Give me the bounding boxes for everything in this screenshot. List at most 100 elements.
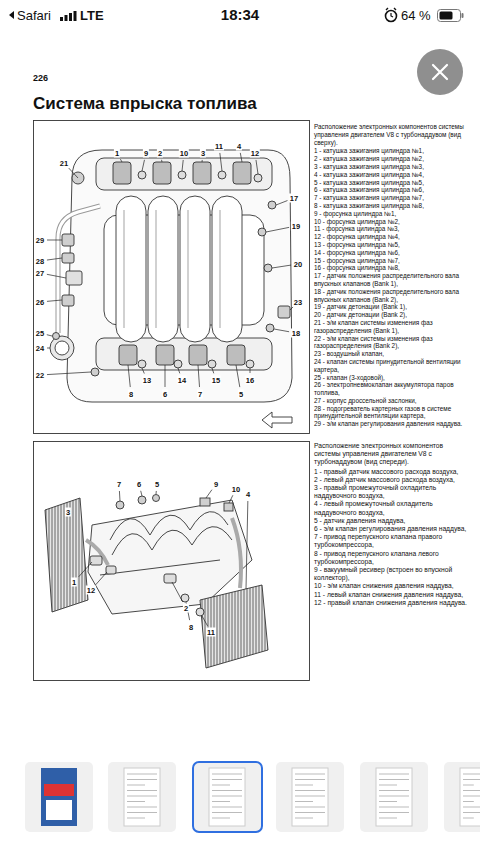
legend-text: 4 - левый промежуточный охладитель надду… bbox=[314, 500, 471, 516]
callout-number: 9 bbox=[143, 149, 149, 158]
page-title: Система впрыска топлива bbox=[33, 94, 257, 114]
callout-number: 19 bbox=[291, 222, 301, 231]
callout-number: 11 bbox=[206, 628, 216, 637]
legend-text: 8 - катушка зажигания цилиндра №8, bbox=[314, 202, 471, 210]
legend-text: 9 - вакуумный ресивер (встроен во впускн… bbox=[314, 566, 471, 582]
engine-top-view bbox=[34, 121, 310, 434]
legend-text: 19 - датчик детонации (Bank 1), bbox=[314, 303, 471, 311]
callout-number: 28 bbox=[35, 257, 45, 266]
leader-line bbox=[69, 168, 78, 178]
callout-number: 3 bbox=[200, 149, 206, 158]
legend-text: 14 - форсунка цилиндра №6, bbox=[314, 249, 471, 257]
leader-line bbox=[229, 495, 233, 503]
legend-text: 23 - воздушный клапан, bbox=[314, 350, 471, 358]
legend-text: 7 - привод перепускного клапана правого … bbox=[314, 533, 471, 549]
legend-text: 6 - э/м клапан регулирования давления на… bbox=[314, 525, 471, 533]
legend-text: 25 - клапан (3-ходовой), bbox=[314, 374, 471, 382]
callout-number: 29 bbox=[35, 236, 45, 245]
callout-number: 4 bbox=[236, 142, 242, 151]
callout-number: 10 bbox=[231, 485, 241, 494]
callout-number: 9 bbox=[213, 480, 219, 489]
callout-number: 8 bbox=[128, 390, 134, 399]
leader-line bbox=[276, 201, 287, 205]
legend-text: 18 - датчик положения распределительного… bbox=[314, 288, 471, 304]
leader-line bbox=[47, 335, 52, 336]
legend-text: 16 - форсунка цилиндра №8, bbox=[314, 264, 471, 272]
callout-number: 5 bbox=[238, 390, 244, 399]
legend-text: 5 - катушка зажигания цилиндра №5, bbox=[314, 179, 471, 187]
callout-number: 22 bbox=[35, 371, 45, 380]
leader-line bbox=[240, 153, 242, 162]
legend-text: 8 - привод перепускного клапана левого т… bbox=[314, 550, 471, 566]
legend-text: 3 - правый промежуточный охладитель надд… bbox=[314, 484, 471, 500]
legend-text: 13 - форсунка цилиндра №5, bbox=[314, 241, 471, 249]
callout-number: 16 bbox=[245, 376, 255, 385]
leader-line bbox=[47, 348, 50, 349]
callout-number: 7 bbox=[197, 390, 203, 399]
callout-number: 24 bbox=[35, 344, 45, 353]
leader-line bbox=[141, 491, 142, 496]
leader-line bbox=[96, 572, 107, 585]
legend-text: 4 - катушка зажигания цилиндра №4, bbox=[314, 171, 471, 179]
thumbnail-strip bbox=[25, 762, 480, 832]
status-text: Safari bbox=[17, 8, 51, 23]
callout-number: 6 bbox=[136, 480, 142, 489]
callout-number: 20 bbox=[293, 260, 303, 269]
leader-line bbox=[212, 368, 214, 373]
legend-text: 2 - катушка зажигания цилиндра №2, bbox=[314, 155, 471, 163]
callout-number: 2 bbox=[183, 604, 189, 613]
leader-line bbox=[47, 240, 62, 241]
callout-number: 2 bbox=[157, 149, 163, 158]
leader-line bbox=[198, 365, 200, 387]
leader-line bbox=[79, 562, 92, 577]
status-text: 18:34 bbox=[221, 6, 259, 23]
legend-text: 7 - катушка зажигания цилиндра №7, bbox=[314, 194, 471, 202]
legend-text: 10 - форсунка цилиндра №2, bbox=[314, 218, 471, 226]
legend-text: 15 - форсунка цилиндра №7, bbox=[314, 257, 471, 265]
callout-number: 14 bbox=[177, 376, 187, 385]
callout-number: 3 bbox=[65, 508, 71, 517]
legend-text: 22 - э/м клапан системы изменения фаз га… bbox=[314, 335, 471, 351]
leader-line bbox=[266, 227, 289, 232]
leader-line bbox=[142, 368, 144, 374]
leader-line bbox=[47, 372, 91, 375]
callout-number: 6 bbox=[162, 390, 168, 399]
page-number: 226 bbox=[33, 73, 48, 83]
legend-text: 28 - подогреватель картерных газов в сис… bbox=[314, 405, 471, 421]
status-text: 64 % bbox=[401, 8, 431, 23]
callout-number: 5 bbox=[154, 480, 160, 489]
legend-column: Расположение электронных компонентов сис… bbox=[314, 442, 471, 607]
leader-line bbox=[274, 329, 289, 332]
legend-text: 11 - левый клапан снижения давления надд… bbox=[314, 591, 471, 599]
status-text: LTE bbox=[80, 8, 104, 23]
leader-line bbox=[172, 582, 183, 602]
legend-text: 21 - э/м клапан системы изменения фаз га… bbox=[314, 319, 471, 335]
leader-line bbox=[202, 616, 208, 626]
legend-text: 27 - корпус дроссельной заслонки, bbox=[314, 397, 471, 405]
leader-line bbox=[156, 491, 157, 494]
callout-number: 23 bbox=[293, 298, 303, 307]
legend-text: 2 - левый датчик массового расхода возду… bbox=[314, 476, 471, 484]
callout-number: 21 bbox=[59, 159, 69, 168]
leader-line bbox=[206, 490, 212, 498]
legend-text: 3 - катушка зажигания цилиндра №3, bbox=[314, 163, 471, 171]
callout-number: 7 bbox=[116, 480, 122, 489]
leader-line bbox=[128, 365, 130, 387]
leader-line bbox=[119, 491, 121, 501]
legend-text: 20 - датчик детонации (Bank 2), bbox=[314, 311, 471, 319]
legend-text: 24 - клапан системы принудительной венти… bbox=[314, 358, 471, 374]
callout-number: 26 bbox=[35, 298, 45, 307]
legend-text: 29 - э/м клапан регулирования давления н… bbox=[314, 420, 471, 428]
leader-line bbox=[246, 501, 248, 589]
legend-text: 17 - датчик положения распределительного… bbox=[314, 272, 471, 288]
leader-line bbox=[120, 159, 122, 162]
leader-line bbox=[202, 160, 203, 162]
leader-line bbox=[182, 160, 183, 171]
callout-number: 17 bbox=[289, 194, 299, 203]
leader-line bbox=[250, 368, 251, 373]
engine-front-view bbox=[34, 442, 310, 681]
callout-number: 4 bbox=[245, 490, 251, 499]
leader-line bbox=[142, 160, 144, 171]
callout-number: 12 bbox=[250, 149, 260, 158]
legend-text: 1 - правый датчик массового расхода возд… bbox=[314, 468, 471, 476]
